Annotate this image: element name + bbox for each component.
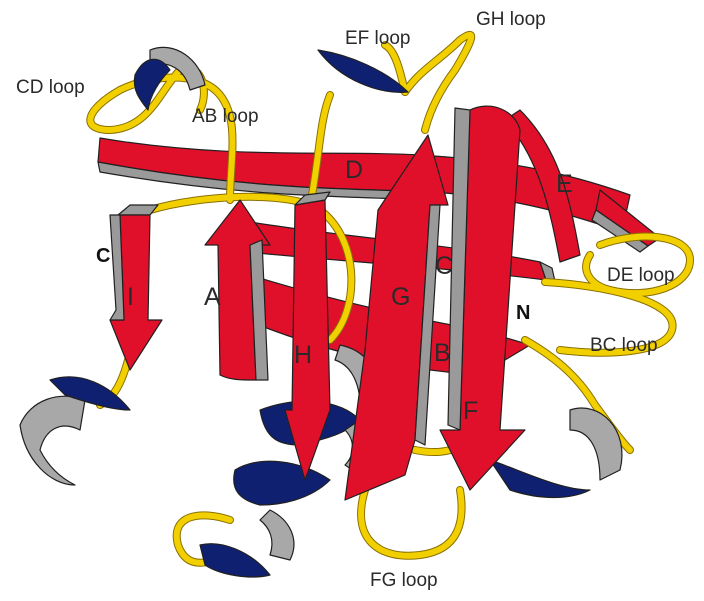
helix-h-back-3 [260, 510, 294, 560]
helix-right-back [570, 408, 622, 480]
loop-label-ab: AB loop [192, 106, 259, 127]
helix-left-back [20, 396, 85, 485]
strand-label-f: F [463, 397, 478, 425]
strand-label-g: G [391, 283, 410, 311]
strand-label-i: I [127, 283, 134, 311]
strand-label-e: E [556, 170, 573, 198]
loop-label-gh: GH loop [476, 9, 546, 30]
strand-label-d: D [345, 156, 363, 184]
loop-label-fg: FG loop [370, 570, 438, 591]
helix-right-front [490, 460, 590, 498]
helix-h-front-2 [234, 461, 330, 505]
loop-label-cd: CD loop [16, 77, 85, 98]
helix-h-front-3 [200, 544, 270, 577]
loop-fg [361, 490, 462, 556]
n-terminus-label: N [516, 302, 530, 324]
loop-label-de: DE loop [607, 265, 675, 286]
strand-label-b: B [434, 339, 451, 367]
strand-label-a: A [204, 283, 221, 311]
strand-label-h: H [294, 341, 312, 369]
c-terminus-label: C [96, 245, 110, 267]
loop-label-ef: EF loop [345, 28, 410, 49]
loop-label-bc: BC loop [590, 335, 658, 356]
strand-label-c: C [435, 252, 453, 280]
